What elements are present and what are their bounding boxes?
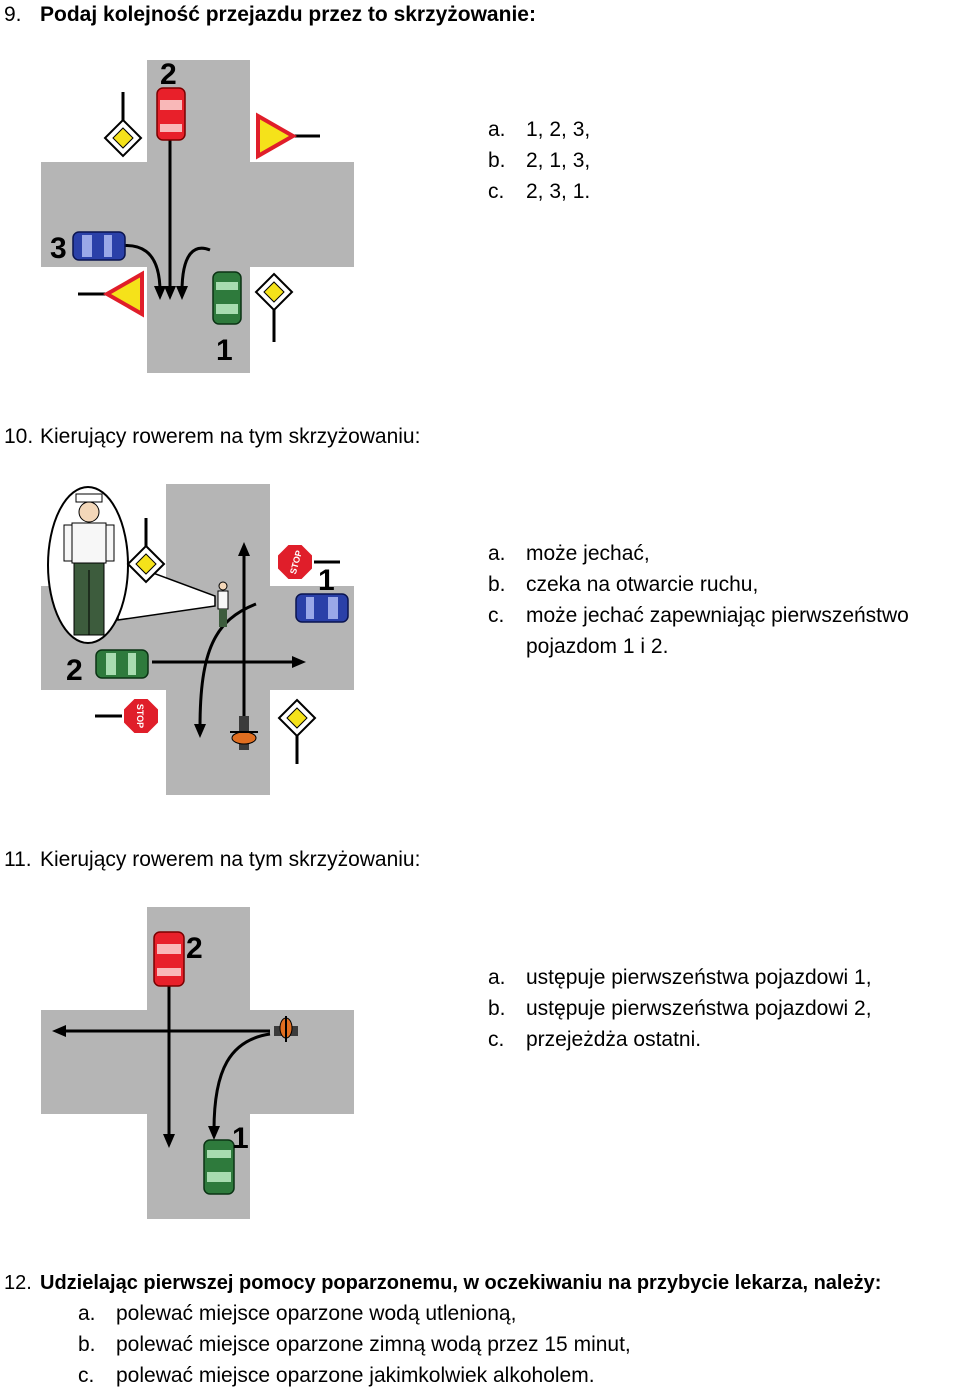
question-9-title: 9. Podaj kolejność przejazdu przez to skr… — [4, 2, 536, 28]
vehicle-label: 1 — [318, 564, 335, 597]
car-1-blue — [295, 593, 349, 623]
bicycle-icon — [230, 716, 258, 750]
q10-intersection-diagram: STOP STOP 1 2 — [41, 484, 354, 795]
main-road-sign-icon — [254, 272, 294, 342]
policeman-icon — [63, 493, 115, 636]
question-10-title: 10. Kierujący rowerem na tym skrzyżowaniu… — [4, 424, 420, 450]
question-text: Udzielając pierwszej pomocy poparzonemu,… — [40, 1272, 882, 1294]
question-text: Kierujący rowerem na tym skrzyżowaniu: — [40, 848, 421, 871]
car-2-red — [153, 931, 185, 987]
main-road-sign-icon — [126, 518, 166, 584]
q9-answer-list: a.1, 2, 3, b.2, 1, 3, c.2, 3, 1. — [488, 114, 590, 207]
question-text: Kierujący rowerem na tym skrzyżowaniu: — [40, 425, 421, 448]
pedestrian-icon — [217, 581, 229, 627]
car-2-red — [156, 87, 186, 141]
vehicle-label: 2 — [160, 58, 177, 91]
question-number: 11. — [4, 848, 32, 871]
question-text: Podaj kolejność przejazdu przez to skrzy… — [40, 3, 536, 26]
main-road-sign-icon — [103, 92, 143, 158]
question-number: 12. — [4, 1272, 32, 1294]
vehicle-label: 1 — [232, 1122, 249, 1155]
stop-sign-icon: STOP — [276, 543, 340, 581]
stop-sign-icon: STOP — [95, 697, 160, 735]
path-arrows — [60, 980, 271, 1138]
answer-option-b[interactable]: b.2, 1, 3, — [488, 149, 591, 172]
vehicle-label: 1 — [216, 334, 233, 367]
question-11-title: 11. Kierujący rowerem na tym skrzyżowaniu… — [4, 847, 420, 873]
answer-option-a[interactable]: a.polewać miejsce oparzone wodą utlenion… — [78, 1302, 517, 1325]
answer-option-a[interactable]: a.1, 2, 3, — [488, 118, 591, 141]
arrow-heads — [154, 286, 188, 300]
answer-option-b[interactable]: b.czeka na otwarcie ruchu, — [488, 573, 759, 596]
answer-option-c[interactable]: c.może jechać zapewniając pierwszeństwo … — [488, 604, 909, 658]
question-number: 10. — [4, 425, 34, 448]
answer-option-c[interactable]: c.polewać miejsce oparzone jakimkolwiek … — [78, 1364, 595, 1387]
answer-option-c[interactable]: c.2, 3, 1. — [488, 180, 591, 203]
vehicle-label: 2 — [66, 654, 83, 687]
question-12-title: 12. Udzielając pierwszej pomocy poparzone… — [4, 1270, 881, 1296]
car-1-green — [203, 1139, 235, 1195]
vehicle-label: 3 — [50, 232, 67, 265]
car-2-green — [95, 649, 149, 679]
car-3-blue — [72, 231, 126, 261]
stop-sign-text: STOP — [135, 704, 145, 728]
answer-option-c[interactable]: c.przejeżdża ostatni. — [488, 1028, 702, 1051]
answer-option-b[interactable]: b.polewać miejsce oparzone zimną wodą pr… — [78, 1333, 631, 1356]
arrow-heads — [52, 1025, 220, 1148]
main-road-sign-icon — [277, 698, 317, 764]
vehicle-label: 2 — [186, 932, 203, 965]
q10-answer-list: a.może jechać, b.czeka na otwarcie ruchu… — [488, 538, 948, 662]
answer-option-a[interactable]: a.ustępuje pierwszeństwa pojazdowi 1, — [488, 966, 872, 989]
arrow-heads — [194, 542, 306, 738]
road-horizontal — [41, 1010, 354, 1114]
bicycle-icon — [274, 1016, 298, 1042]
q11-intersection-diagram: 2 1 — [41, 907, 354, 1219]
question-number: 9. — [4, 3, 22, 26]
q11-answer-list: a.ustępuje pierwszeństwa pojazdowi 1, b.… — [488, 962, 872, 1055]
yield-sign-icon — [78, 270, 144, 318]
yield-sign-icon — [256, 112, 320, 160]
q12-answer-list: a.polewać miejsce oparzone wodą utlenion… — [78, 1298, 631, 1391]
car-1-green — [212, 271, 242, 325]
answer-option-b[interactable]: b.ustępuje pierwszeństwa pojazdowi 2, — [488, 997, 872, 1020]
answer-option-a[interactable]: a.może jechać, — [488, 542, 650, 565]
